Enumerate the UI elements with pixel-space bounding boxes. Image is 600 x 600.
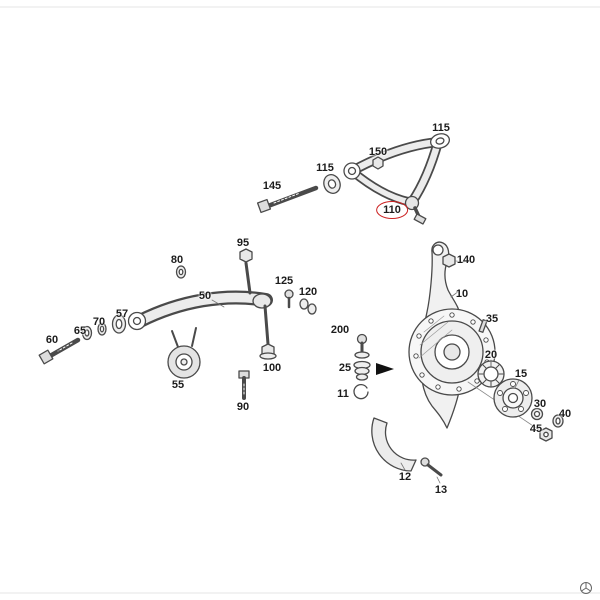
- part-label-11: 11: [337, 388, 349, 400]
- part-label-60: 60: [45, 334, 59, 346]
- part-label-65: 65: [73, 325, 87, 337]
- brand-mark-icon: [580, 582, 592, 594]
- part-label-120: 120: [298, 286, 318, 298]
- part-label-10: 10: [455, 288, 469, 300]
- part-label-57: 57: [115, 308, 129, 320]
- bolt-60: [38, 337, 81, 365]
- part-label-100: 100: [262, 362, 282, 374]
- bushing-57: [111, 314, 127, 334]
- leader-lines: [211, 260, 520, 484]
- pin-35: [478, 319, 488, 333]
- part-label-200: 200: [330, 324, 350, 336]
- part-label-15: 15: [514, 368, 528, 380]
- lower-control-arm-drawing: [127, 261, 273, 346]
- part-label-80: 80: [170, 254, 184, 266]
- boot-25: [353, 360, 371, 381]
- wheel-bearing-20: [477, 360, 505, 388]
- part-label-12: 12: [398, 471, 412, 483]
- part-label-45: 45: [529, 423, 543, 435]
- part-label-13: 13: [434, 484, 448, 496]
- washer-65: [81, 325, 93, 341]
- nut-140: [442, 253, 456, 268]
- wheel-hub-15: [493, 378, 533, 418]
- part-label-115-upper-left: 115: [316, 162, 334, 174]
- part-label-50: 50: [198, 290, 212, 302]
- washer-70: [97, 322, 107, 336]
- ring-30: [530, 407, 544, 421]
- axle-nut-45: [539, 427, 553, 442]
- washer-80: [175, 265, 187, 279]
- nut-100: [259, 343, 277, 360]
- washers-120: [299, 298, 317, 315]
- part-label-70: 70: [92, 316, 106, 328]
- part-label-150: 150: [368, 146, 388, 158]
- upper-control-arm-drawing: [343, 133, 451, 225]
- bushing-55: [167, 327, 201, 379]
- upper-arm-bushing-115: [323, 174, 341, 194]
- part-label-40: 40: [558, 408, 572, 420]
- ball-joint-200: [354, 333, 370, 359]
- steering-knuckle-drawing: [408, 241, 496, 429]
- part-label-145: 145: [262, 180, 282, 192]
- part-label-125: 125: [274, 275, 294, 287]
- part-label-25: 25: [338, 362, 352, 374]
- upper-arm-nut-150: [372, 156, 384, 170]
- part-label-115-upper-right: 115: [432, 122, 450, 134]
- splash-shield-12: [371, 417, 417, 472]
- bolt-90: [238, 370, 250, 400]
- part-label-110-highlighted: 110: [376, 201, 408, 219]
- assembly-arrow-icon: [376, 363, 394, 375]
- bolt-125: [284, 289, 294, 309]
- part-label-55: 55: [171, 379, 185, 391]
- part-label-20: 20: [484, 349, 498, 361]
- part-label-35: 35: [485, 313, 499, 325]
- part-label-95: 95: [236, 237, 250, 249]
- snap-ring-11: [353, 384, 369, 400]
- part-label-140: 140: [456, 254, 476, 266]
- cap-40: [552, 414, 564, 428]
- lower-arm-nut-95: [239, 248, 253, 263]
- part-label-90: 90: [236, 401, 250, 413]
- part-label-30: 30: [533, 398, 547, 410]
- upper-arm-bolt-145: [256, 185, 319, 214]
- bolt-13: [420, 457, 443, 477]
